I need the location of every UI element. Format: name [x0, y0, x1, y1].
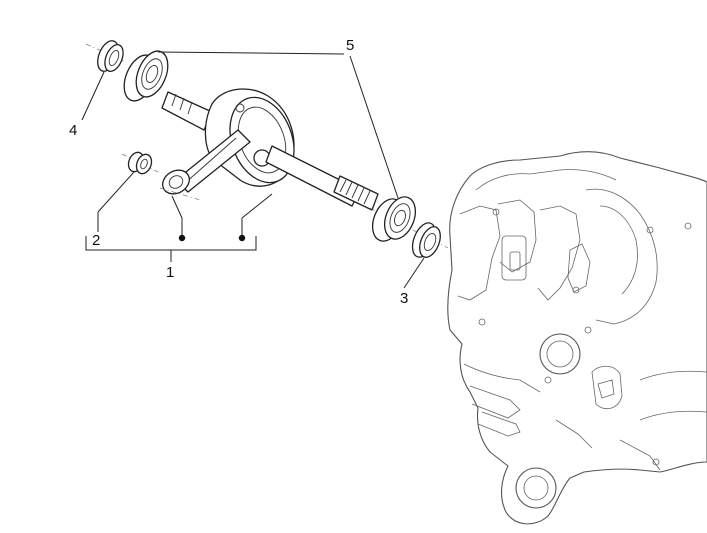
needle-bearing-part-2	[121, 151, 159, 175]
seal-ring-part-4	[85, 40, 127, 72]
crankcase-housing	[447, 151, 707, 525]
ball-bearing-lower-part-5	[369, 196, 449, 249]
crankshaft-assembly	[159, 88, 379, 211]
assembly-dot-right	[238, 234, 246, 242]
callout-1: 1	[166, 264, 174, 281]
callout-4: 4	[69, 122, 77, 139]
callout-5: 5	[346, 37, 354, 54]
seal-ring-part-3	[411, 222, 441, 258]
assembly-dot-left	[178, 234, 186, 242]
ball-bearing-upper-part-5	[123, 50, 169, 102]
callout-3: 3	[400, 290, 408, 307]
leader-lines	[81, 51, 425, 289]
callout-2: 2	[92, 232, 100, 249]
